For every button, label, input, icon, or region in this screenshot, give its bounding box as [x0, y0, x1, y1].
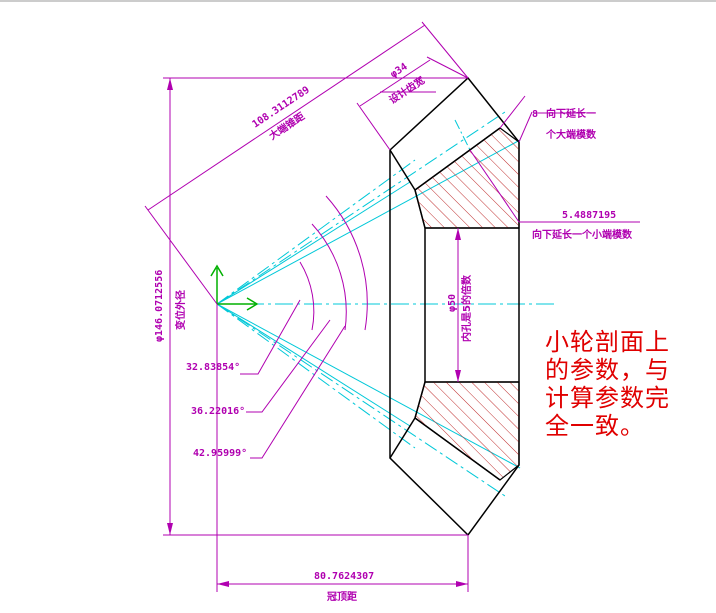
cone-centerlines [216, 111, 555, 497]
note-line: 的参数，与 [545, 356, 670, 384]
dim-angle-1: 32.83854° [186, 362, 240, 373]
hatch-lower-section [414, 381, 520, 481]
dim-crown-distance-label: 冠顶距 [327, 591, 357, 603]
dimension-lines [144, 21, 640, 592]
hatch-upper-section [414, 127, 520, 229]
dim-outer-diameter-label: 变位外径 [174, 290, 187, 330]
axis-indicator [210, 264, 259, 311]
dim-crown-distance-value: 80.7624307 [314, 571, 374, 582]
dim-angle-2: 36.22016° [191, 406, 245, 417]
note-line: 全一致。 [545, 412, 645, 440]
dim-bore-value: φ50 [447, 294, 458, 312]
dim-large-end-value: 8 [532, 109, 538, 120]
annotation-note: 小轮剖面上 的参数，与 计算参数完 全一致。 [545, 328, 705, 440]
dim-outer-diameter-value: φ146.0712556 [154, 270, 165, 342]
dim-bore-label: 内孔是5的倍数 [460, 274, 473, 342]
dim-large-end-label1: 向下延长一 [546, 107, 596, 120]
dimension-arrows [167, 78, 468, 587]
note-line: 小轮剖面上 [545, 328, 670, 356]
dim-large-end-label2: 个大端模数 [545, 128, 597, 141]
dim-small-end-value: 5.4887195 [562, 210, 616, 221]
dim-angle-3: 42.95999° [193, 448, 247, 459]
note-line: 计算参数完 [545, 384, 670, 412]
dim-small-end-label: 向下延长一个小端模数 [532, 228, 633, 241]
